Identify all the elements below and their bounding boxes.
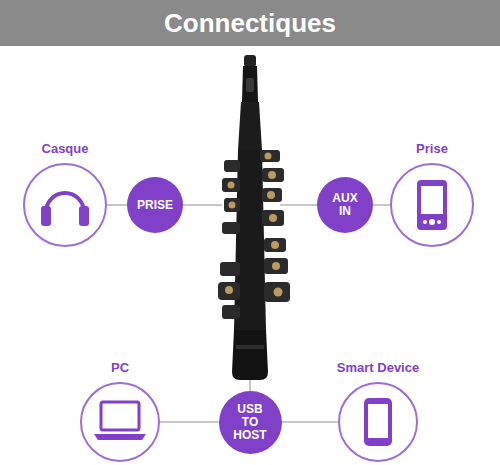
device-circle: Prise [390,163,474,247]
connector-line [160,421,219,423]
laptop-icon [94,402,146,440]
port-label: AUX IN [326,192,364,218]
title: Connectiques [0,0,500,46]
ring-outline [23,163,107,247]
port-circle: PRISE [127,177,183,233]
device-label: PC [111,360,129,376]
ring-outline [80,382,160,462]
port-label: PRISE [136,199,174,212]
device-circle: Smart Device [338,382,418,462]
headphones-icon [41,193,89,226]
smartphone-icon [364,398,392,446]
device-label: Prise [416,141,448,157]
media-player-icon [417,180,447,230]
port-circle: AUX IN [317,177,373,233]
ring-outline [390,163,474,247]
connector-line [282,421,339,423]
device-label: Casque [42,141,89,157]
connector-line [107,204,127,206]
device-circle: Casque [23,163,107,247]
digital-saxophone [218,55,290,380]
connector-line [373,204,390,206]
device-label: Smart Device [337,360,419,376]
ring-outline [338,382,418,462]
port-label: USB TO HOST [231,403,269,442]
device-circle: PC [80,382,160,462]
port-circle: USB TO HOST [219,391,282,454]
